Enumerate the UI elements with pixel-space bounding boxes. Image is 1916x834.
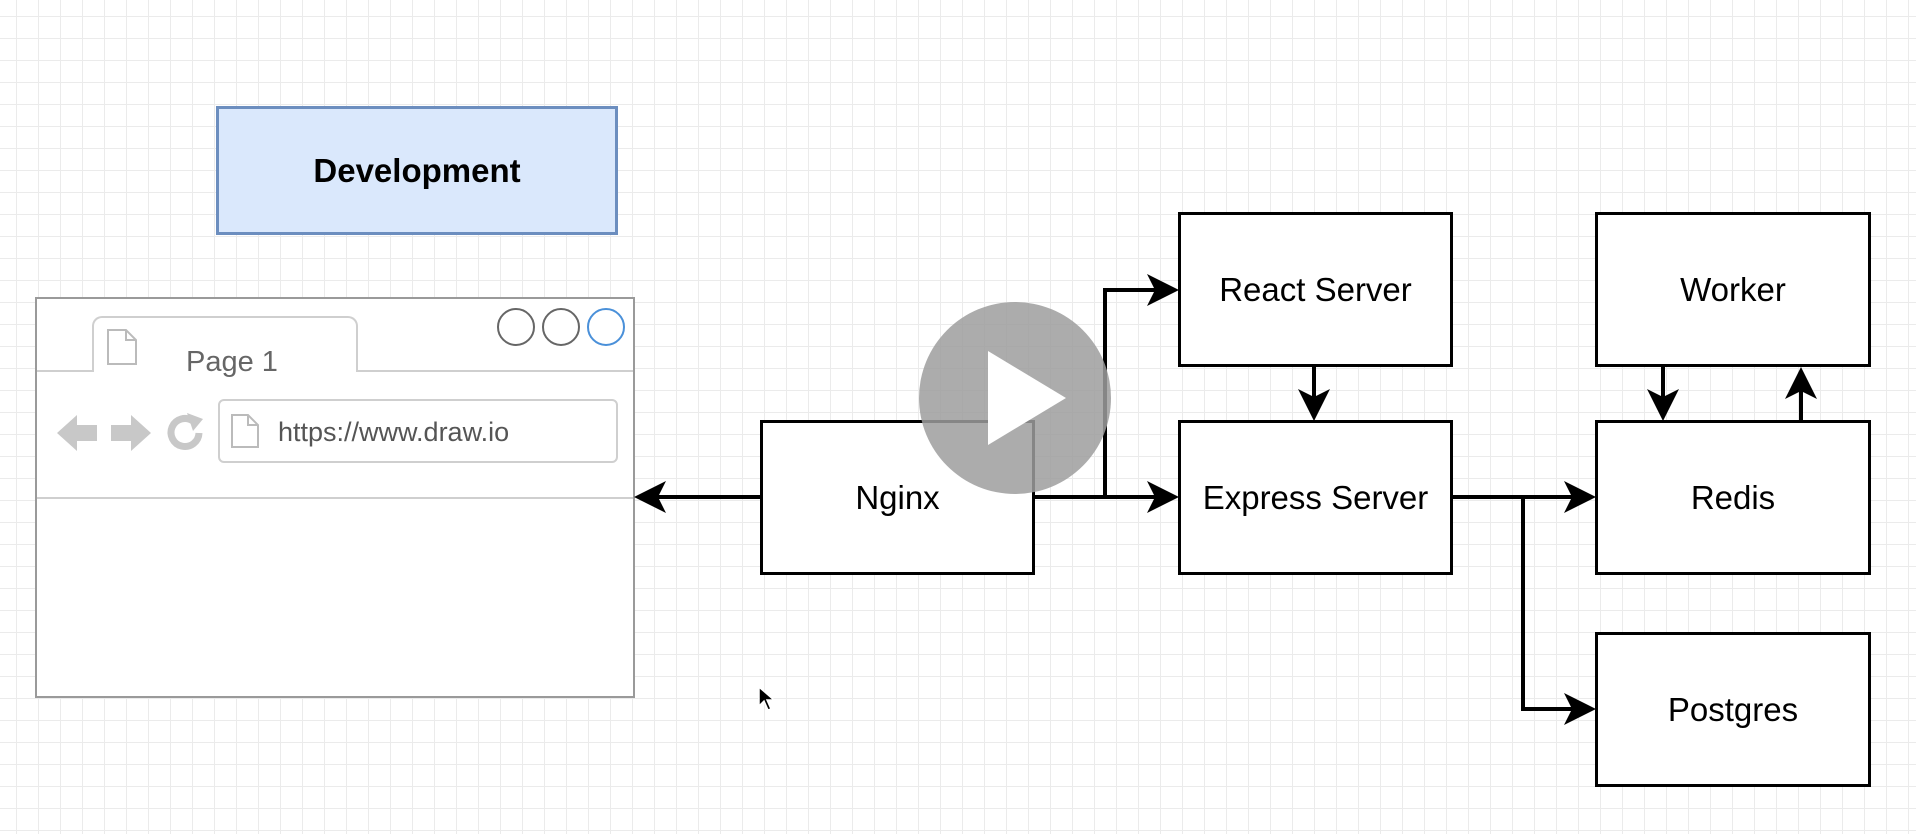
forward-arrow-icon bbox=[111, 415, 151, 451]
address-bar: https://www.draw.io bbox=[218, 399, 618, 463]
navbar-divider bbox=[37, 497, 633, 499]
tab-label: Page 1 bbox=[186, 346, 278, 378]
node-express-server: Express Server bbox=[1178, 420, 1453, 575]
node-postgres: Postgres bbox=[1595, 632, 1871, 787]
reload-icon bbox=[167, 413, 203, 450]
back-arrow-icon bbox=[57, 415, 97, 451]
node-redis: Redis bbox=[1595, 420, 1871, 575]
browser-window-mockup: Page 1 https://www.draw.io bbox=[35, 297, 635, 698]
address-bar-url: https://www.draw.io bbox=[278, 417, 510, 447]
window-maximize-circle bbox=[542, 308, 580, 346]
window-close-circle bbox=[587, 308, 625, 346]
page-icon bbox=[107, 329, 137, 365]
node-react-server: React Server bbox=[1178, 212, 1453, 367]
arrow-express-to-postgres bbox=[1521, 497, 1596, 725]
browser-tab: Page 1 bbox=[92, 316, 358, 378]
node-worker: Worker bbox=[1595, 212, 1871, 367]
page-icon bbox=[231, 414, 259, 448]
mouse-cursor-icon bbox=[758, 686, 776, 711]
play-button[interactable] bbox=[918, 301, 1112, 495]
window-minimize-circle bbox=[497, 308, 535, 346]
play-icon bbox=[988, 351, 1066, 445]
development-label: Development bbox=[216, 106, 618, 235]
